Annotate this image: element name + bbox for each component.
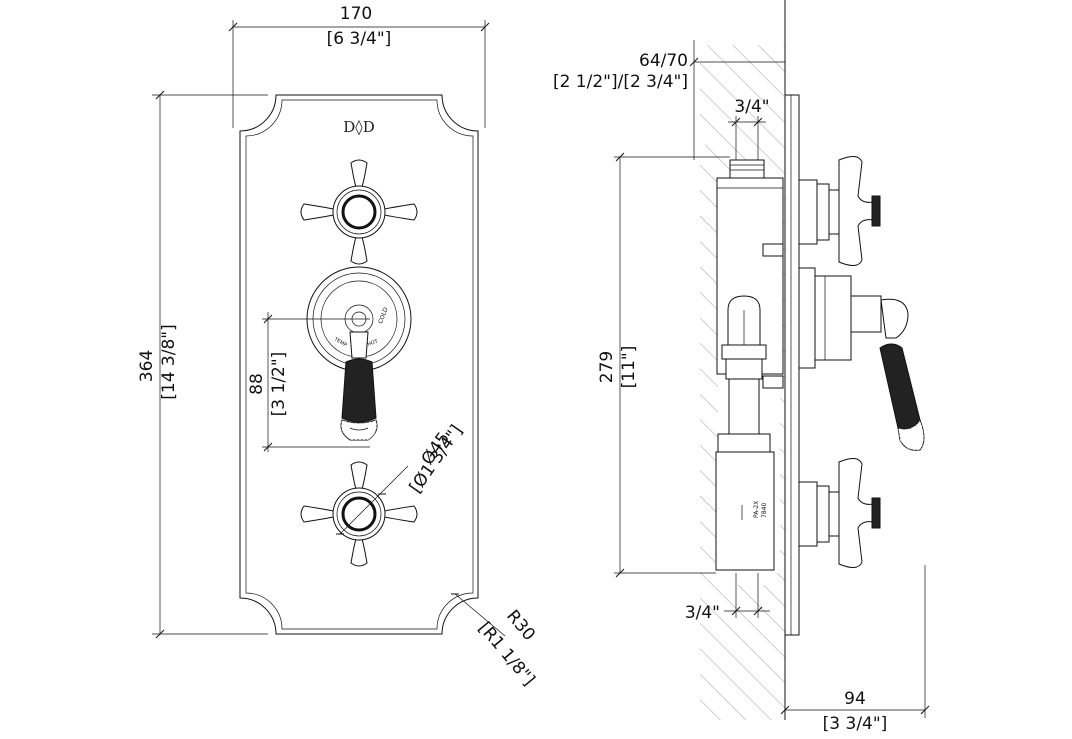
dimension-bottom-thread: 3/4" <box>685 573 770 623</box>
side-bottom-handle <box>798 458 881 568</box>
svg-text:[3 1/2"]: [3 1/2"] <box>269 352 289 417</box>
dimension-top-thread: 3/4" <box>728 97 770 160</box>
side-view: PA-2X 7840 <box>553 0 930 734</box>
svg-text:7840: 7840 <box>761 503 768 518</box>
svg-text:279: 279 <box>597 351 617 383</box>
dimension-spacing: 88 [3 1/2"] <box>247 312 370 452</box>
svg-text:[3 3/4"]: [3 3/4"] <box>823 714 888 734</box>
plate-outline <box>239 94 479 635</box>
side-lever-handle <box>798 267 925 451</box>
front-view: D◊D COLD HOT TEMP <box>137 4 539 690</box>
svg-text:PA-2X: PA-2X <box>753 501 760 518</box>
svg-text:[6 3/4"]: [6 3/4"] <box>327 29 392 49</box>
svg-text:170: 170 <box>340 4 372 24</box>
dimension-depth: 64/70 [2 1/2"]/[2 3/4"] <box>553 40 785 160</box>
top-cross-handle <box>300 159 418 265</box>
svg-text:64/70: 64/70 <box>639 51 688 71</box>
svg-text:94: 94 <box>844 689 866 709</box>
svg-text:3/4": 3/4" <box>734 97 769 117</box>
dimension-side-height: 279 [11"] <box>597 152 730 578</box>
lever-handle <box>340 331 378 441</box>
dimension-radius: R30 [R1 1/8"] <box>451 593 539 690</box>
side-plate <box>784 94 800 636</box>
logo: D◊D <box>343 118 374 136</box>
svg-text:[2 1/2"]/[2 3/4"]: [2 1/2"]/[2 3/4"] <box>553 72 688 92</box>
svg-text:364: 364 <box>137 350 157 382</box>
svg-text:[14 3/8"]: [14 3/8"] <box>159 324 179 399</box>
svg-text:88: 88 <box>247 373 267 395</box>
plate-outline-inner <box>245 99 474 630</box>
svg-text:HOT: HOT <box>367 338 380 348</box>
svg-text:[11"]: [11"] <box>619 346 639 389</box>
svg-text:3/4": 3/4" <box>685 603 720 623</box>
dimension-height: 364 [14 3/8"] <box>137 90 268 639</box>
side-top-handle <box>798 156 881 266</box>
dimension-width: 170 [6 3/4"] <box>228 4 490 128</box>
dimension-projection: 94 [3 3/4"] <box>780 565 930 734</box>
valve-body: PA-2X 7840 <box>715 159 784 571</box>
bottom-cross-handle <box>300 461 418 567</box>
